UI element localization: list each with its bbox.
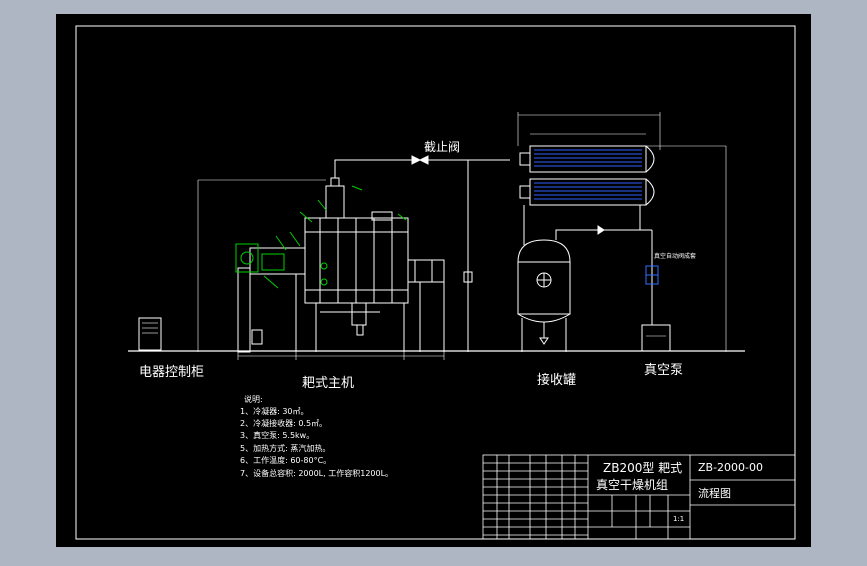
condenser-upper [519, 145, 655, 173]
technical-notes: 说明: 1、冷凝器: 30㎡。 2、冷凝接收器: 0.5㎡。 3、真空泵: 5.… [240, 394, 393, 478]
shutoff-valve-label: 截止阀 [424, 140, 460, 154]
rake-dryer-main-unit [237, 177, 445, 353]
drawing-sheet [56, 14, 811, 547]
note-item: 3、真空泵: 5.5kw。 [240, 430, 314, 440]
dimension-lines [197, 112, 727, 360]
note-item: 7、设备总容积: 2000L, 工作容积1200L。 [240, 468, 393, 478]
control-cabinet [138, 317, 162, 351]
note-item: 5、加热方式: 蒸汽加热。 [240, 443, 330, 453]
vacuum-pump-label: 真空泵 [644, 363, 683, 378]
drawing-title-line1: ZB200型 耙式 [603, 461, 682, 475]
receiver-tank [517, 205, 652, 352]
vacuum-pump [641, 230, 671, 352]
instrumentation [235, 185, 407, 289]
note-item: 2、冷凝接收器: 0.5㎡。 [240, 418, 327, 428]
main-unit-label: 耙式主机 [302, 376, 354, 391]
notes-title: 说明: [244, 394, 263, 404]
drawing-scale: 1:1 [673, 515, 684, 523]
drawing-number: ZB-2000-00 [698, 461, 763, 474]
condenser-lower [519, 178, 655, 206]
drawing-frame [75, 25, 796, 540]
receiver-tank-label: 接收罐 [537, 372, 576, 388]
control-cabinet-label: 电器控制柜 [139, 365, 204, 380]
auto-valve-label: 真空自动阀成套 [654, 252, 696, 260]
vapor-pipeline [334, 155, 510, 352]
drawing-title-line2: 真空干燥机组 [596, 478, 668, 492]
title-block [482, 454, 796, 540]
note-item: 6、工作温度: 60-80°C。 [240, 455, 331, 465]
note-item: 1、冷凝器: 30㎡。 [240, 406, 309, 416]
drawing-name: 流程图 [698, 486, 731, 500]
